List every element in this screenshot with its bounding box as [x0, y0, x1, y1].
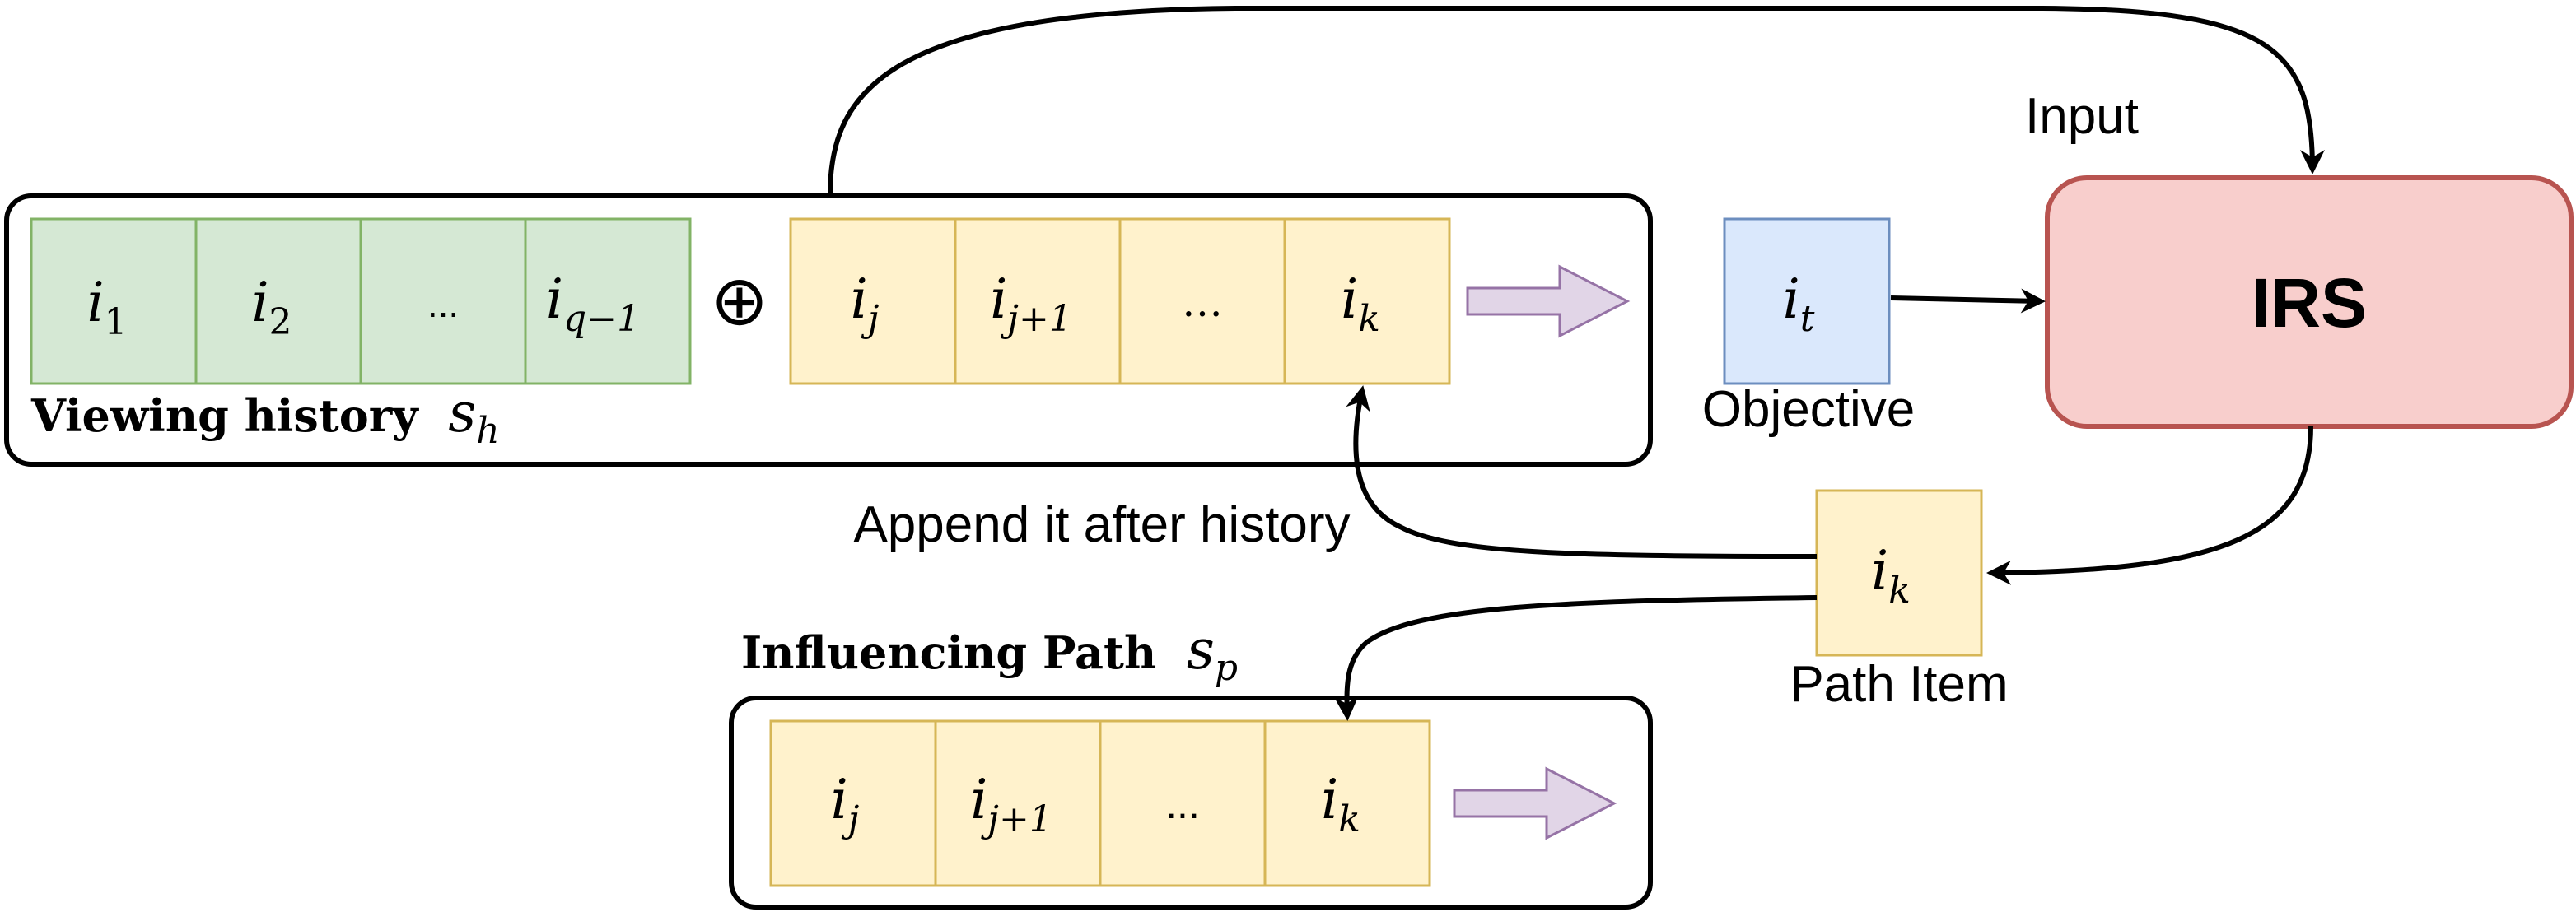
- objective-item-box: [1723, 217, 1891, 385]
- path-item-box-label: ik: [1871, 539, 1911, 612]
- history-sequence: i1 i2 ... iq−1: [30, 217, 692, 385]
- path-cell: [934, 719, 1102, 887]
- sequence-direction-arrow: [1466, 264, 1631, 338]
- appended-sequence: ij ij+1 … ik: [789, 217, 1451, 385]
- history-item-label: i2: [251, 271, 292, 343]
- append-label: Append it after history: [853, 496, 1350, 553]
- appended-cell: [1118, 217, 1286, 385]
- path-item-cell-label: ij+1: [970, 768, 1052, 840]
- path-item-cell-label: ij: [831, 768, 860, 840]
- objective-item-label: it: [1783, 268, 1815, 340]
- appended-item-label: ij+1: [990, 268, 1072, 340]
- history-item-label: ...: [427, 282, 459, 325]
- appended-item-label: …: [1182, 278, 1223, 326]
- influencing-path-caption: Influencing Path sp: [741, 618, 1238, 689]
- history-item-label: i1: [86, 271, 127, 343]
- path-item-label: Path Item: [1790, 656, 2008, 713]
- path-direction-arrow: [1453, 766, 1617, 840]
- path-sequence: ij ij+1 ... ik: [769, 719, 1431, 887]
- appended-item-label: ij: [851, 268, 880, 340]
- appended-cell: [954, 217, 1122, 385]
- irs-output-connector: [1986, 426, 2313, 585]
- viewing-history-caption: Viewing history sh: [30, 381, 500, 452]
- path-item-box: [1815, 489, 1983, 657]
- path-cell: [1099, 719, 1267, 887]
- irs-label: IRS: [2252, 264, 2367, 342]
- history-cell: [524, 217, 692, 385]
- objective-connector: [1890, 288, 2046, 314]
- appended-cell: [1283, 217, 1451, 385]
- input-label: Input: [2025, 88, 2139, 145]
- concat-operator: ⊕: [711, 262, 768, 339]
- history-cell: [359, 217, 527, 385]
- history-cell: [194, 217, 362, 385]
- input-connector: [828, 6, 2325, 195]
- objective-label: Objective: [1702, 381, 1915, 438]
- history-cell: [30, 217, 198, 385]
- path-cell: [1263, 719, 1431, 887]
- path-connector: [1333, 595, 1818, 721]
- append-connector: [1346, 385, 1818, 559]
- history-item-label: iq−1: [546, 268, 640, 340]
- path-cell: [769, 719, 937, 887]
- path-item-cell-label: ...: [1165, 781, 1200, 827]
- path-item-cell-label: ik: [1321, 768, 1360, 840]
- appended-item-label: ik: [1341, 268, 1380, 340]
